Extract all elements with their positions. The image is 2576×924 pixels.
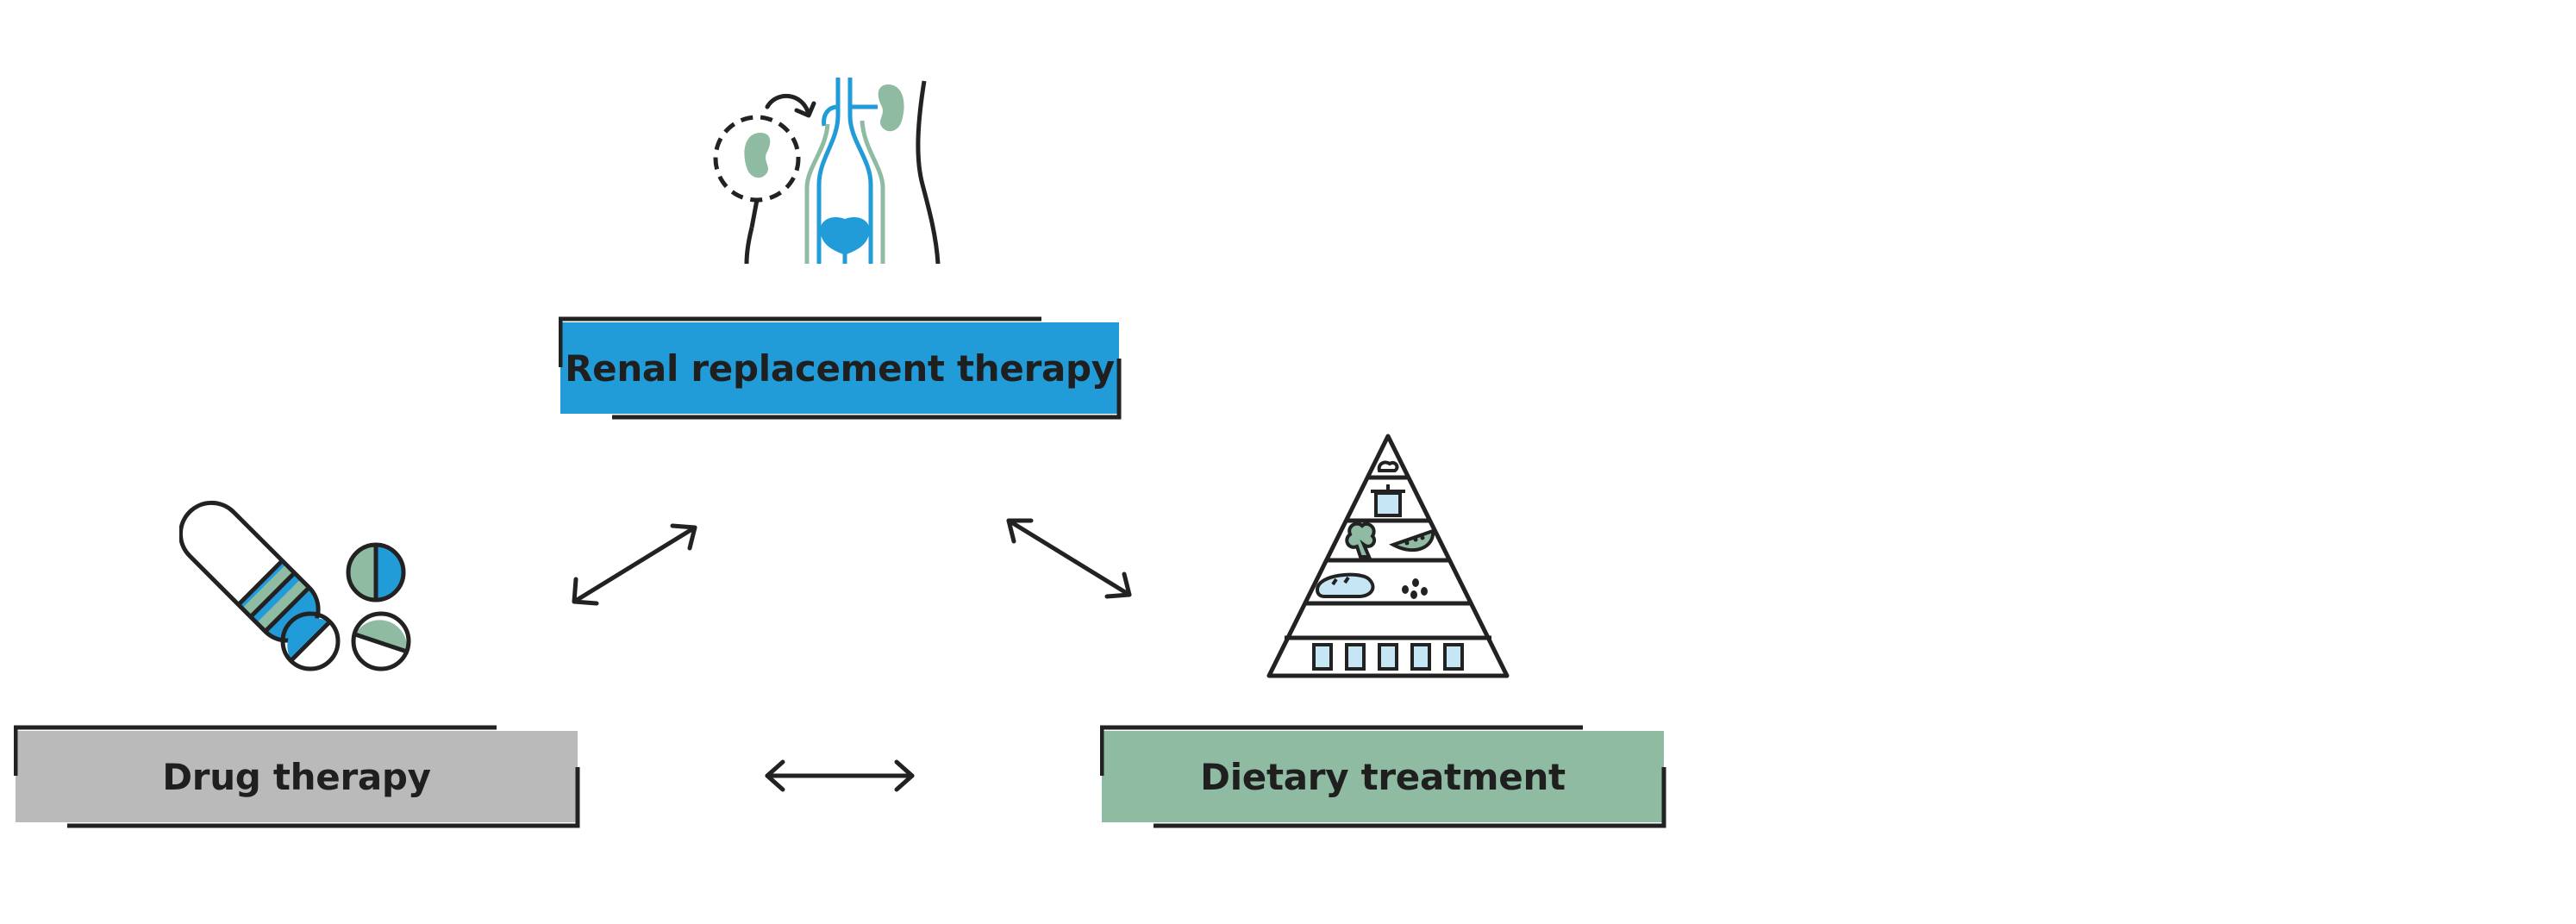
node-diet-label: Dietary treatment: [1200, 755, 1566, 798]
pills-icon: [179, 500, 411, 671]
node-drug: Drug therapy: [14, 724, 583, 831]
node-renal-label: Renal replacement therapy: [565, 346, 1115, 390]
edge-drug-diet: [765, 759, 915, 792]
edge-renal-diet: [1006, 518, 1132, 599]
food-pyramid-icon: [1266, 434, 1510, 678]
node-renal-frame: [559, 316, 1122, 420]
node-drug-frame: [14, 725, 580, 828]
node-drug-label: Drug therapy: [162, 755, 431, 798]
kidney-transplant-icon: [713, 78, 941, 265]
node-diet-frame: [1100, 725, 1666, 828]
node-diet: Dietary treatment: [1100, 724, 1669, 831]
edge-drug-renal: [572, 523, 697, 606]
node-renal: Renal replacement therapy: [559, 315, 1124, 422]
